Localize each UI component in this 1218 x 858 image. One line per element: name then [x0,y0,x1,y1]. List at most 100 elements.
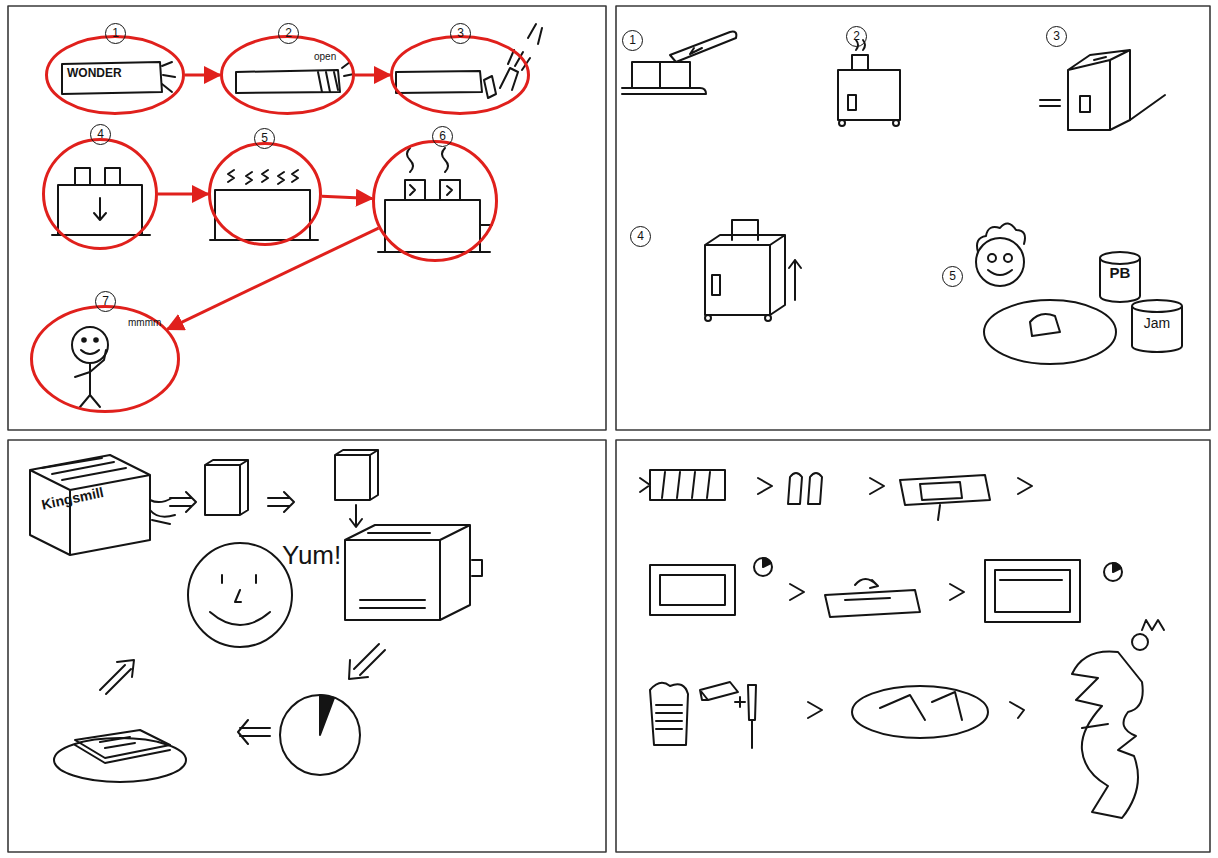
step-arrow [1010,702,1024,718]
smile [210,612,270,625]
step-circle: 4 [42,138,158,250]
foot [893,120,899,126]
bread-loaf [640,470,725,500]
toast [880,692,962,720]
toaster [378,200,492,252]
monster-eater [1072,651,1143,818]
eye [1004,254,1012,262]
toast [1030,314,1060,336]
hair-squiggle [1142,620,1164,630]
red-circle [374,142,497,261]
bread-loaf [62,62,162,94]
bread-block [632,62,690,88]
red-circle [222,37,354,114]
toaster [1068,50,1130,130]
down-arrow [94,198,106,220]
flow-arrow [158,193,208,196]
eye [1132,634,1148,650]
eye [82,338,86,342]
face [976,238,1024,286]
foot [765,315,771,321]
plus-sign [735,697,745,707]
face-features [222,575,256,602]
step-circle: 2open [220,35,355,115]
node-outline [208,142,322,246]
motion-arrow [690,48,702,54]
flow-arrow [185,74,220,77]
timer-wedge [320,695,334,735]
timer-icon [754,558,772,576]
toast [732,220,758,240]
spread-jar: PB [1098,252,1142,302]
step-arrow [870,478,884,494]
toast [75,730,170,763]
node-outline [220,35,355,115]
timer-wedge [763,558,771,567]
toaster-oven [985,560,1080,622]
node-outline [390,35,530,115]
lever [1080,57,1106,112]
step-arrow [758,478,772,494]
node-outline [372,140,498,262]
toaster [345,525,470,620]
up-arrow [789,260,801,300]
toaster [52,185,150,235]
loaf-end [150,498,175,524]
step-number: 3 [450,23,471,44]
foot [839,120,845,126]
hand-label: Kingsmill [40,484,105,513]
node-text: open [314,51,336,62]
red-circle [32,307,179,412]
butter [700,682,738,700]
step-number: 6 [432,126,453,147]
step-arrow [808,702,822,718]
step-number: 1 [105,23,126,44]
flow-arrow [268,492,294,512]
smile [81,350,99,354]
toast [852,55,868,70]
knife [748,685,756,748]
hand-label: Yum! [282,540,341,571]
step-circle: 5 [208,142,322,246]
eye [94,338,98,342]
step-arrow [950,584,964,600]
toast [650,683,688,745]
bread-loaf [396,71,482,93]
callout-number: 3 [1046,26,1067,47]
node-text: WONDER [67,66,122,80]
stick-body [75,350,106,407]
step-arrow [790,584,804,600]
step-arrow [1018,478,1032,494]
step-circle: 7mmmm [30,305,180,413]
node-text: PB [1098,264,1142,281]
foot [705,315,711,321]
down-arrow [350,505,362,527]
toaster-tray [900,475,990,520]
plate [984,300,1116,364]
bread-loaf [236,70,340,93]
counter-line [1130,95,1165,120]
panel-frame [616,440,1210,852]
heat-lines [228,170,298,184]
step-number: 7 [95,291,116,312]
flow-arrow [355,74,390,77]
loaf-shading [42,458,126,480]
red-circle [392,37,529,114]
flow-arrow [322,196,372,198]
toaster-oven [650,565,735,615]
lever [472,560,482,576]
flow-arrow [170,492,196,512]
red-circle [47,37,184,114]
timer-icon [1104,563,1122,581]
motion-arrow [1040,100,1060,106]
timer-clock [280,695,360,775]
plate [852,686,988,738]
cutting-board [622,88,706,94]
loaf-end [162,62,175,92]
red-circle [44,140,157,249]
node-text: mmmm [128,317,161,328]
flip-arrow [855,579,878,588]
flow-arrow [238,720,270,744]
